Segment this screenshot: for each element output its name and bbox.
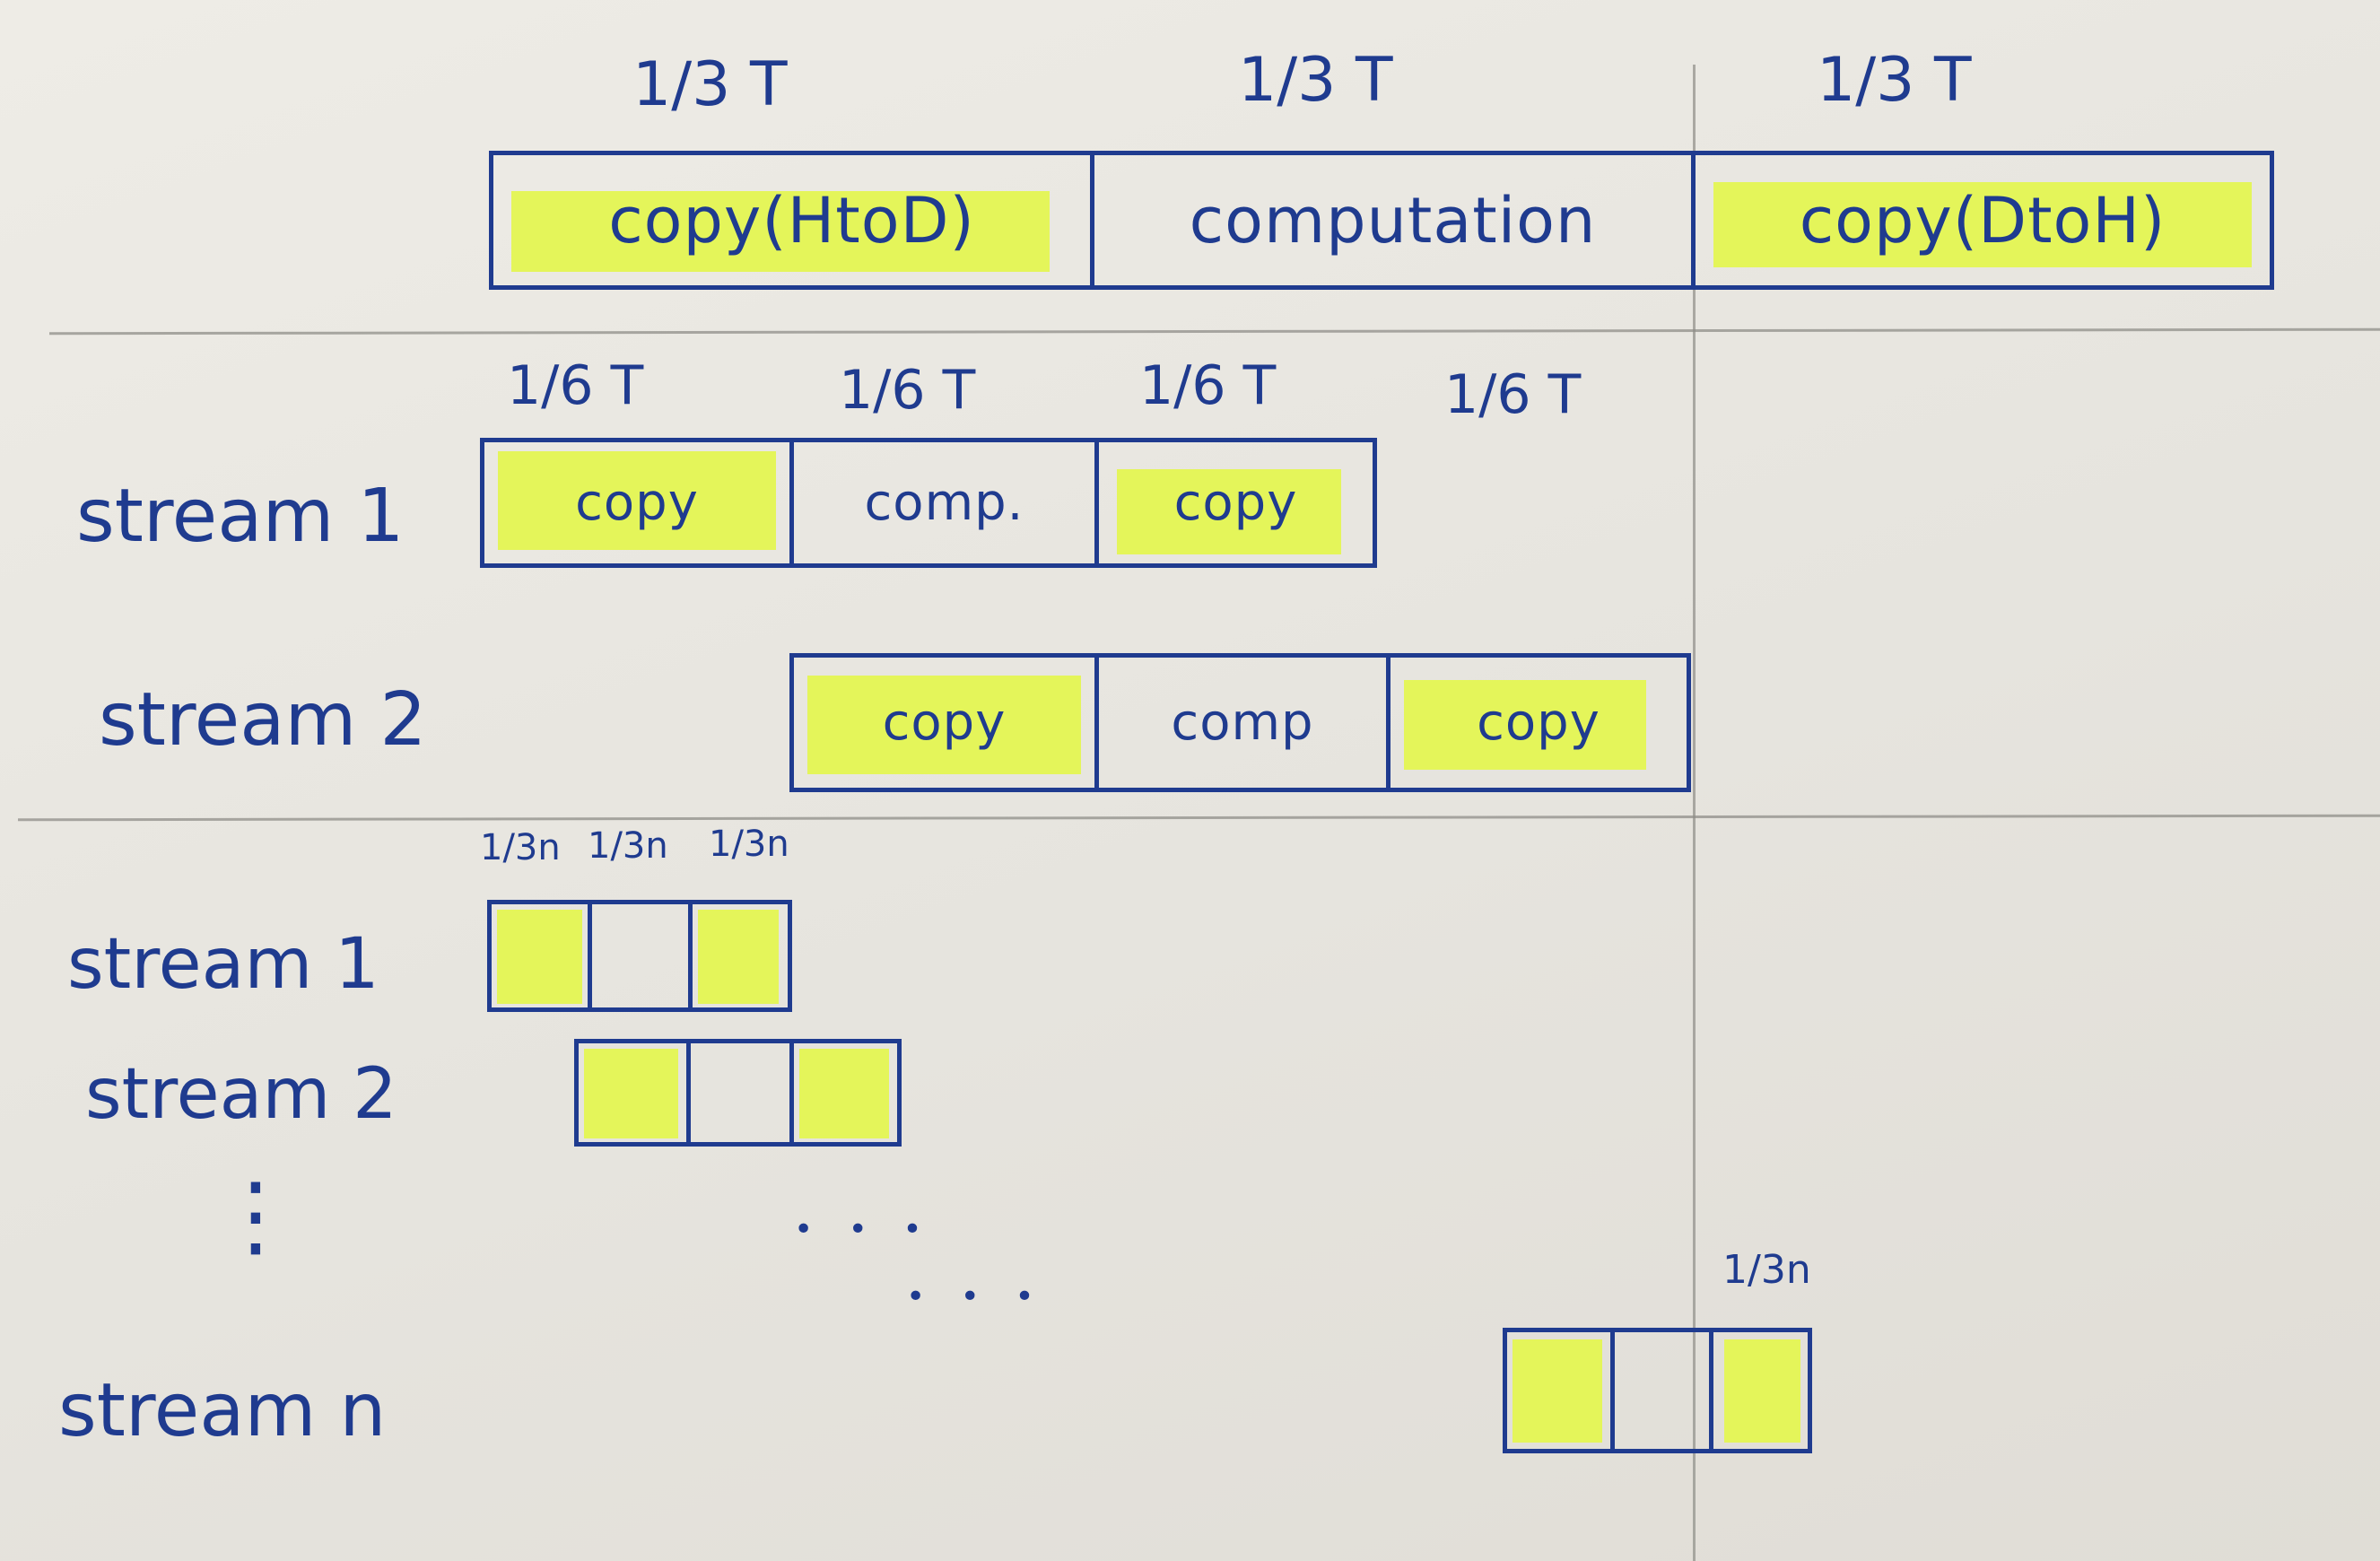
stream-n-timeline: [1503, 1328, 1812, 1453]
cell-copy: copy: [484, 442, 794, 563]
cell-copy: copy: [1391, 658, 1687, 788]
highlight: [807, 676, 1081, 774]
cell-comp: comp: [1099, 658, 1391, 788]
stream-1-timeline: copy comp. copy: [480, 438, 1377, 568]
cell-copy: copy: [794, 658, 1099, 788]
highlight: [1713, 182, 2252, 267]
n-stream-2-label: stream 2: [85, 1054, 397, 1135]
cell-comp: [592, 904, 693, 1007]
n-stream-2-timeline: [574, 1039, 902, 1147]
n-fraction-3: 1/3n: [709, 824, 789, 865]
cell-label: copy(DtoH): [1799, 183, 2166, 257]
half-fraction-2: 1/6 T: [839, 359, 976, 422]
ellipsis-1: • • •: [794, 1211, 935, 1248]
n-fraction-final: 1/3n: [1722, 1247, 1811, 1293]
stream-n-label: stream n: [58, 1368, 387, 1453]
cell-label: comp: [1171, 693, 1314, 752]
n-stream-1-label: stream 1: [67, 924, 379, 1005]
top-fraction-3: 1/3 T: [1817, 45, 1972, 116]
cell-computation: computation: [1094, 155, 1696, 285]
highlight: [1404, 680, 1646, 770]
cell-label: copy(HtoD): [608, 183, 975, 257]
highlight: [1513, 1339, 1602, 1443]
highlight: [799, 1049, 889, 1138]
highlight: [584, 1049, 678, 1138]
cell-copy-dtoh: copy(DtoH): [1696, 155, 2270, 285]
stream-1-label: stream 1: [76, 474, 405, 559]
cell-comp: comp.: [794, 442, 1099, 563]
n-fraction-2: 1/3n: [588, 825, 668, 867]
highlight: [1724, 1339, 1800, 1443]
top-fraction-2: 1/3 T: [1238, 45, 1393, 116]
ellipsis-2: • • •: [906, 1278, 1047, 1315]
half-fraction-4: 1/6 T: [1444, 363, 1582, 426]
cell-copy: copy: [1099, 442, 1373, 563]
time-marker-line: [1693, 65, 1696, 1561]
cell-label: copy: [575, 474, 699, 532]
cell-copy: [794, 1043, 897, 1142]
cell-copy: [579, 1043, 691, 1142]
cell-comp: [691, 1043, 794, 1142]
cell-label: comp.: [864, 474, 1024, 532]
cell-comp: [1615, 1332, 1713, 1449]
half-fraction-3: 1/6 T: [1139, 354, 1277, 417]
highlight: [497, 910, 582, 1004]
cell-copy-htod: copy(HtoD): [493, 155, 1094, 285]
cell-copy: [492, 904, 592, 1007]
top-fraction-1: 1/3 T: [632, 49, 788, 120]
cell-label: copy: [1477, 693, 1600, 752]
stream-2-label: stream 2: [99, 677, 427, 763]
n-fraction-1: 1/3n: [480, 827, 561, 868]
cell-copy: [1713, 1332, 1808, 1449]
highlight: [1117, 469, 1341, 554]
vertical-ellipsis: ⋮: [211, 1163, 301, 1268]
cell-label: copy: [1173, 474, 1298, 532]
cell-copy: [1507, 1332, 1615, 1449]
half-fraction-1: 1/6 T: [507, 354, 644, 417]
highlight: [698, 910, 779, 1004]
sequential-timeline: copy(HtoD) computation copy(DtoH): [489, 151, 2274, 290]
highlight: [498, 451, 776, 550]
cell-copy: [693, 904, 788, 1007]
stream-2-timeline: copy comp copy: [789, 653, 1691, 792]
highlight: [511, 191, 1050, 272]
cell-label: copy: [882, 693, 1007, 752]
n-stream-1-timeline: [487, 900, 792, 1012]
cell-label: computation: [1189, 183, 1597, 257]
